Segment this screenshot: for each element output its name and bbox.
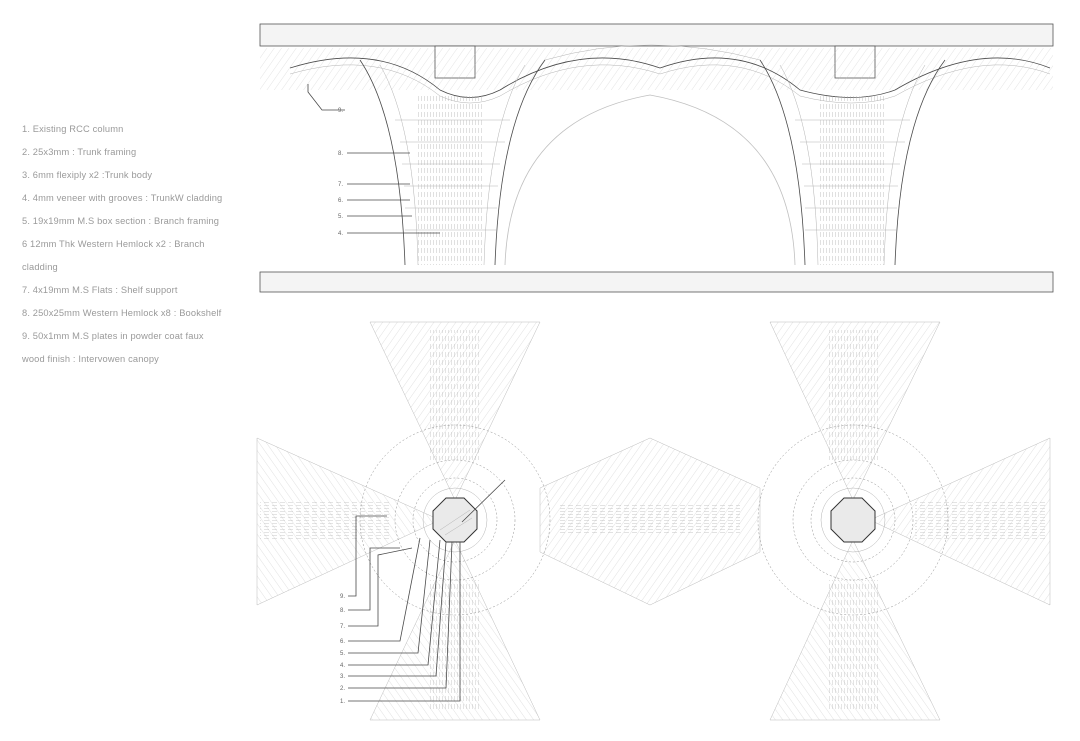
section-tag: 4. [338, 231, 343, 237]
legend-item: 6 12mm Thk Western Hemlock x2 : Branch c… [22, 239, 205, 272]
legend-item: 5. 19x19mm M.S box section : Branch fram… [22, 216, 220, 226]
ceiling-slab [259, 23, 1054, 47]
legend-item: 9. 50x1mm M.S plates in powder coat faux… [22, 331, 204, 364]
trunk-left [359, 59, 546, 266]
plan-view: 9. 8. 7. 6. 5. 4. 3. 2. 1. [256, 321, 1051, 721]
legend-item: 2. 25x3mm : Trunk framing [22, 147, 137, 157]
canopy-band [260, 48, 1053, 90]
plan-tag: 5. [340, 651, 345, 657]
legend-item: 1. Existing RCC column [22, 124, 124, 134]
section-view: 9. 8. 7. 6. 5. 4. [259, 23, 1054, 293]
section-tag: 8. [338, 151, 343, 157]
plan-tag: 1. [340, 699, 345, 705]
legend-item: 7. 4x19mm M.S Flats : Shelf support [22, 285, 178, 295]
plan-tag: 2. [340, 686, 345, 692]
section-tag: 5. [338, 214, 343, 220]
legend-item: 8. 250x25mm Western Hemlock x8 : Bookshe… [22, 308, 222, 318]
material-legend: 1. Existing RCC column 2. 25x3mm : Trunk… [22, 118, 227, 371]
plan-tag: 3. [340, 674, 345, 680]
plan-tag: 4. [340, 663, 345, 669]
plan-tag: 7. [340, 624, 345, 630]
plan-tag: 6. [340, 639, 345, 645]
rcc-column [830, 497, 876, 543]
section-tag: 9. [338, 108, 343, 114]
trunk-right [759, 59, 946, 266]
plan-tag: 9. [340, 594, 345, 600]
plan-tree-left [256, 321, 551, 721]
section-callouts: 9. 8. 7. 6. 5. 4. [307, 84, 440, 237]
plan-tree-right [757, 321, 1051, 721]
plan-tag: 8. [340, 608, 345, 614]
floor-slab [259, 271, 1054, 293]
legend-item: 4. 4mm veneer with grooves : TrunkW clad… [22, 193, 223, 203]
section-tag: 7. [338, 182, 343, 188]
plan-callouts: 9. 8. 7. 6. 5. 4. 3. 2. 1. [340, 515, 461, 705]
section-tag: 6. [338, 198, 343, 204]
legend-item: 3. 6mm flexiply x2 :Trunk body [22, 170, 153, 180]
